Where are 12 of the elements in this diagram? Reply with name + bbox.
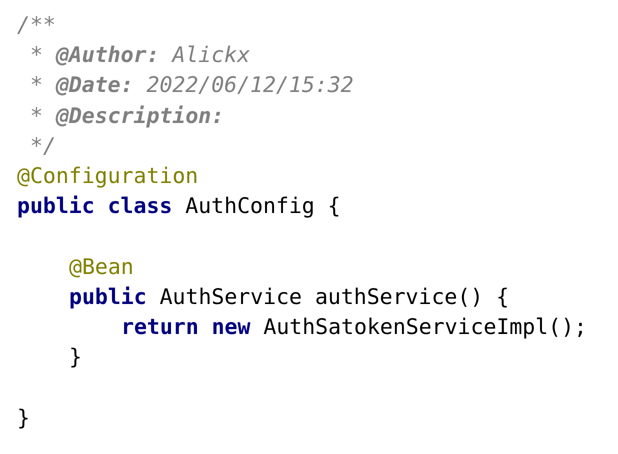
code-comment-line: */ (30, 132, 56, 161)
code-line: public class AuthConfig { (17, 193, 341, 222)
annotation-line: @Bean (69, 254, 134, 282)
code-line: public AuthService authService() { (69, 284, 510, 312)
code-comment-line: *@Author: Alickx (30, 42, 250, 70)
code-comment-line: *@Description: (30, 102, 224, 131)
code-line: } (17, 404, 30, 433)
annotation-line: @Configuration (17, 163, 198, 191)
code-comment-line: /** (17, 12, 56, 40)
code-line: } (69, 344, 82, 372)
code-line: return new AuthSatokenServiceImpl(); (121, 314, 587, 342)
code-comment-line: *@Date: 2022/06/12/15:32 (30, 72, 354, 100)
